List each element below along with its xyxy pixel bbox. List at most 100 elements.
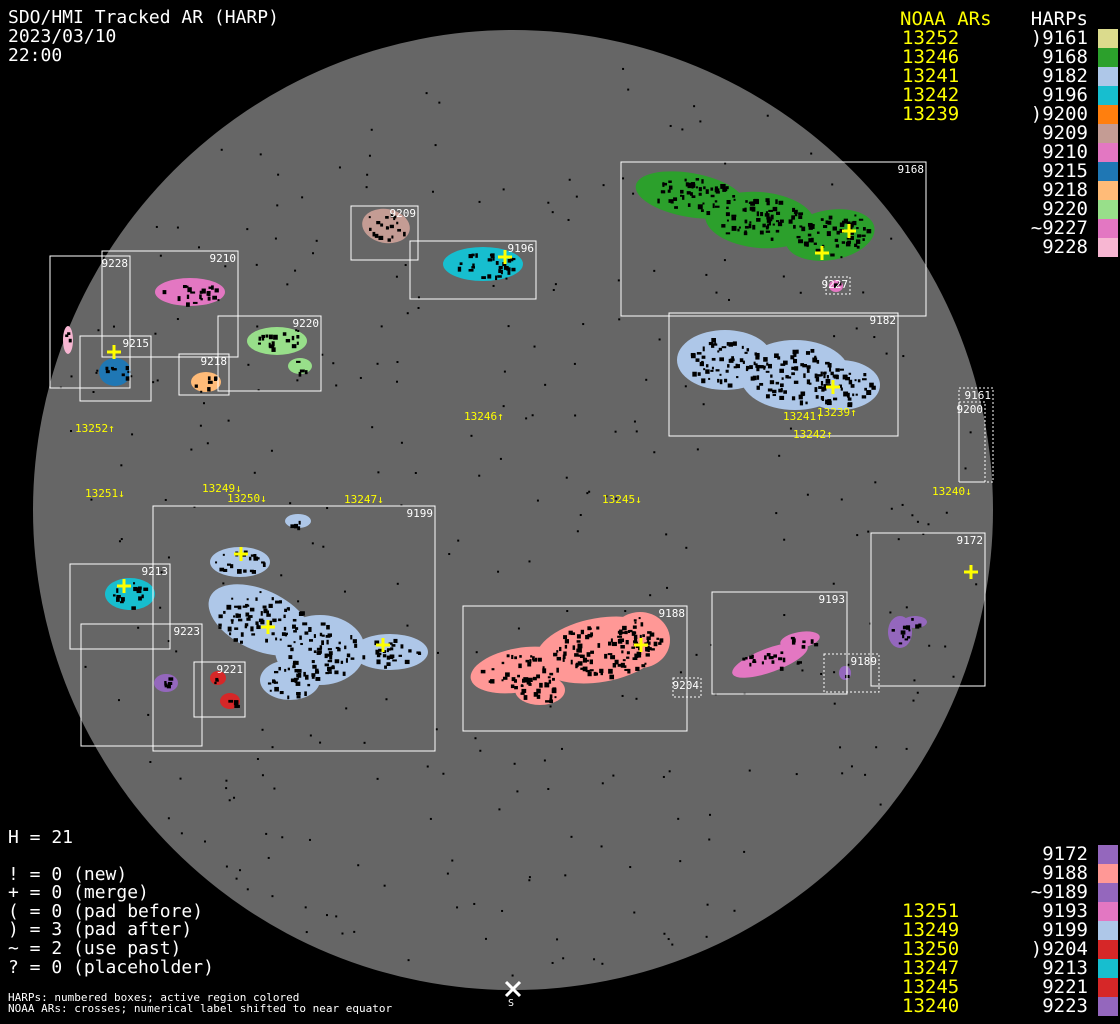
harp-box-label: 9215	[123, 337, 150, 350]
harp-box-label: 9223	[174, 625, 201, 638]
noaa-label: 13240↓	[932, 485, 972, 498]
color-swatch	[1098, 143, 1118, 162]
noaa-cross-icon	[842, 224, 856, 238]
legend-row: 13242 9196	[890, 86, 1120, 105]
harp-id: 9213	[1042, 957, 1088, 979]
harp-box-9210: 9210	[101, 250, 239, 358]
noaa-id: 13241	[902, 65, 960, 87]
active-region-9193	[780, 631, 820, 649]
noaa-cross-icon	[117, 579, 131, 593]
noaa-label: 13242↑	[793, 428, 833, 441]
noaa-label: 13250↓	[227, 492, 267, 505]
harp-id: 9199	[1042, 919, 1088, 941]
legend-row: ~9227	[890, 219, 1120, 238]
harp-box-9221: 9221	[193, 661, 246, 718]
harp-box-9223: 9223	[80, 623, 203, 747]
noaa-cross-icon	[107, 345, 121, 359]
harp-id: 9196	[1042, 84, 1088, 106]
harp-box-9182: 9182	[668, 312, 899, 437]
noaa-cross-icon	[826, 380, 840, 394]
legend-row: 13250)9204	[890, 940, 1120, 959]
noaa-label: 13252↑	[75, 422, 115, 435]
harp-id: 9223	[1042, 995, 1088, 1017]
noaa-cross-icon	[498, 250, 512, 264]
active-region-9220	[288, 358, 312, 374]
color-swatch	[1098, 219, 1118, 238]
harp-box-label: 9168	[898, 163, 925, 176]
noaa-id: 13250	[902, 938, 960, 960]
legend-row: 9209	[890, 124, 1120, 143]
legend-row: 13252 )9161	[890, 29, 1120, 48]
color-swatch	[1098, 845, 1118, 864]
color-swatch	[1098, 181, 1118, 200]
harp-box-label: 9193	[819, 593, 846, 606]
color-swatch	[1098, 29, 1118, 48]
harp-id: 9193	[1042, 900, 1088, 922]
stat-line: + = 0 (merge)	[8, 882, 149, 904]
harp-id: 9210	[1042, 141, 1088, 163]
date: 2023/03/10	[8, 26, 117, 47]
harp-box-label: 9210	[210, 252, 237, 265]
harp-header: HARPs	[1030, 8, 1088, 30]
noaa-header: NOAA ARs	[900, 8, 992, 30]
active-region-9213	[105, 578, 155, 610]
harp-box-9196: 9196	[409, 240, 537, 300]
harp-id: )9161	[1030, 27, 1088, 49]
noaa-id: 13252	[902, 27, 960, 49]
harp-box-label: 9221	[217, 663, 244, 676]
color-swatch	[1098, 238, 1118, 257]
harp-box-label: 9204	[673, 679, 700, 692]
harp-box-label: 9209	[390, 207, 417, 220]
active-region-9199	[260, 660, 320, 700]
color-swatch	[1098, 162, 1118, 181]
harp-box-9209: 9209	[350, 205, 419, 261]
noaa-label: 13246↑	[464, 410, 504, 423]
harp-box-9200: 9200	[957, 401, 986, 483]
noaa-id: 13251	[902, 900, 960, 922]
noaa-cross-icon	[376, 638, 390, 652]
stat-line: ! = 0 (new)	[8, 863, 128, 885]
title: SDO/HMI Tracked AR (HARP)	[8, 7, 279, 28]
footer: HARPs: numbered boxes; active region col…	[8, 992, 392, 1014]
harp-box-9204: 9204	[672, 677, 702, 698]
noaa-id: 13247	[902, 957, 960, 979]
harp-id: 9168	[1042, 46, 1088, 68]
harp-id: ~9189	[1030, 881, 1088, 903]
color-swatch	[1098, 86, 1118, 105]
legend-row: 13245 9221	[890, 978, 1120, 997]
noaa-cross-icon	[815, 246, 829, 260]
noaa-id: 13245	[902, 976, 960, 998]
legend-row: 9220	[890, 200, 1120, 219]
harp-id: 9188	[1042, 862, 1088, 884]
noaa-label: 13249↓	[202, 482, 242, 495]
harp-id: 9172	[1042, 843, 1088, 865]
harp-box-label: 9188	[659, 607, 686, 620]
harp-id: )9200	[1030, 103, 1088, 125]
noaa-id: 13240	[902, 995, 960, 1017]
harp-box-label: 9189	[851, 655, 878, 668]
noaa-id: 13246	[902, 46, 960, 68]
harp-box-9168: 9168	[620, 161, 927, 317]
legend-row: 9210	[890, 143, 1120, 162]
harp-box-9228: 9228	[49, 255, 131, 389]
color-swatch	[1098, 978, 1118, 997]
color-swatch	[1098, 200, 1118, 219]
harp-box-label: 9227	[822, 278, 849, 291]
color-swatch	[1098, 124, 1118, 143]
harp-box-9172: 9172	[870, 532, 986, 687]
noaa-id: 13242	[902, 84, 960, 106]
harp-count: H = 21	[8, 827, 74, 848]
harp-id: 9218	[1042, 179, 1088, 201]
color-swatch	[1098, 48, 1118, 67]
legend-row: 9172	[890, 845, 1120, 864]
color-swatch	[1098, 902, 1118, 921]
harp-box-9193: 9193	[711, 591, 848, 695]
noaa-label: 13241↑	[783, 410, 823, 423]
harp-id: 9221	[1042, 976, 1088, 998]
harp-box-label: 9200	[957, 403, 984, 416]
noaa-id: 13239	[902, 103, 960, 125]
color-swatch	[1098, 921, 1118, 940]
